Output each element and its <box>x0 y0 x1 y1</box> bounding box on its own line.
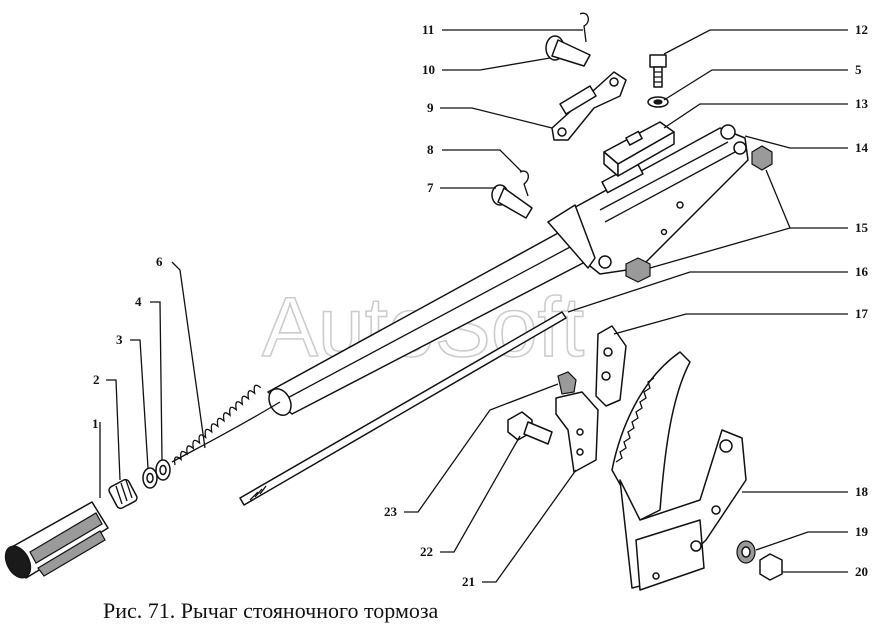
callout-4: 4 <box>135 294 142 309</box>
pin-7 <box>491 184 533 219</box>
nut-20 <box>759 553 783 581</box>
callout-14: 14 <box>855 140 869 155</box>
pawl-17 <box>595 325 627 407</box>
bracket-13 <box>603 121 675 177</box>
figure-caption: Рис. 71. Рычаг стояночного тормоза <box>103 598 439 623</box>
callout-22: 22 <box>420 544 433 559</box>
knurled-nut <box>108 478 138 510</box>
push-rod <box>239 311 567 506</box>
handle-grip <box>4 501 109 579</box>
callout-16: 16 <box>855 264 869 279</box>
leader-lines <box>99 29 848 583</box>
callout-numbers: 1 2 3 4 5 6 7 8 9 10 11 12 13 14 15 16 1… <box>92 22 869 589</box>
callout-3: 3 <box>116 332 123 347</box>
callout-12: 12 <box>855 22 868 37</box>
callout-20: 20 <box>855 564 868 579</box>
sector-bracket <box>611 351 747 591</box>
callout-2: 2 <box>93 372 100 387</box>
callout-21: 21 <box>462 574 475 589</box>
nut-15a <box>751 145 773 171</box>
callout-7: 7 <box>427 180 434 195</box>
bolt-12 <box>649 54 667 88</box>
callout-5: 5 <box>855 62 862 77</box>
pin-10 <box>545 35 591 67</box>
spring <box>171 384 281 466</box>
callout-1: 1 <box>92 416 99 431</box>
cotter-pin-8 <box>519 170 530 197</box>
cotter-pin-11 <box>579 12 590 43</box>
plate-21 <box>555 391 599 473</box>
link-plate <box>551 71 627 141</box>
callout-6: 6 <box>156 254 163 269</box>
callout-9: 9 <box>427 100 434 115</box>
callout-10: 10 <box>422 62 435 77</box>
lever-assembly <box>267 124 749 416</box>
callout-8: 8 <box>427 142 434 157</box>
callout-15: 15 <box>855 220 869 235</box>
bolt-22 <box>507 411 553 445</box>
callout-19: 19 <box>855 524 869 539</box>
nut-15b <box>625 257 651 283</box>
callout-18: 18 <box>855 484 869 499</box>
nut-23 <box>557 371 577 395</box>
callout-23: 23 <box>384 504 398 519</box>
callout-11: 11 <box>422 22 434 37</box>
callout-13: 13 <box>855 96 869 111</box>
callout-17: 17 <box>855 306 869 321</box>
